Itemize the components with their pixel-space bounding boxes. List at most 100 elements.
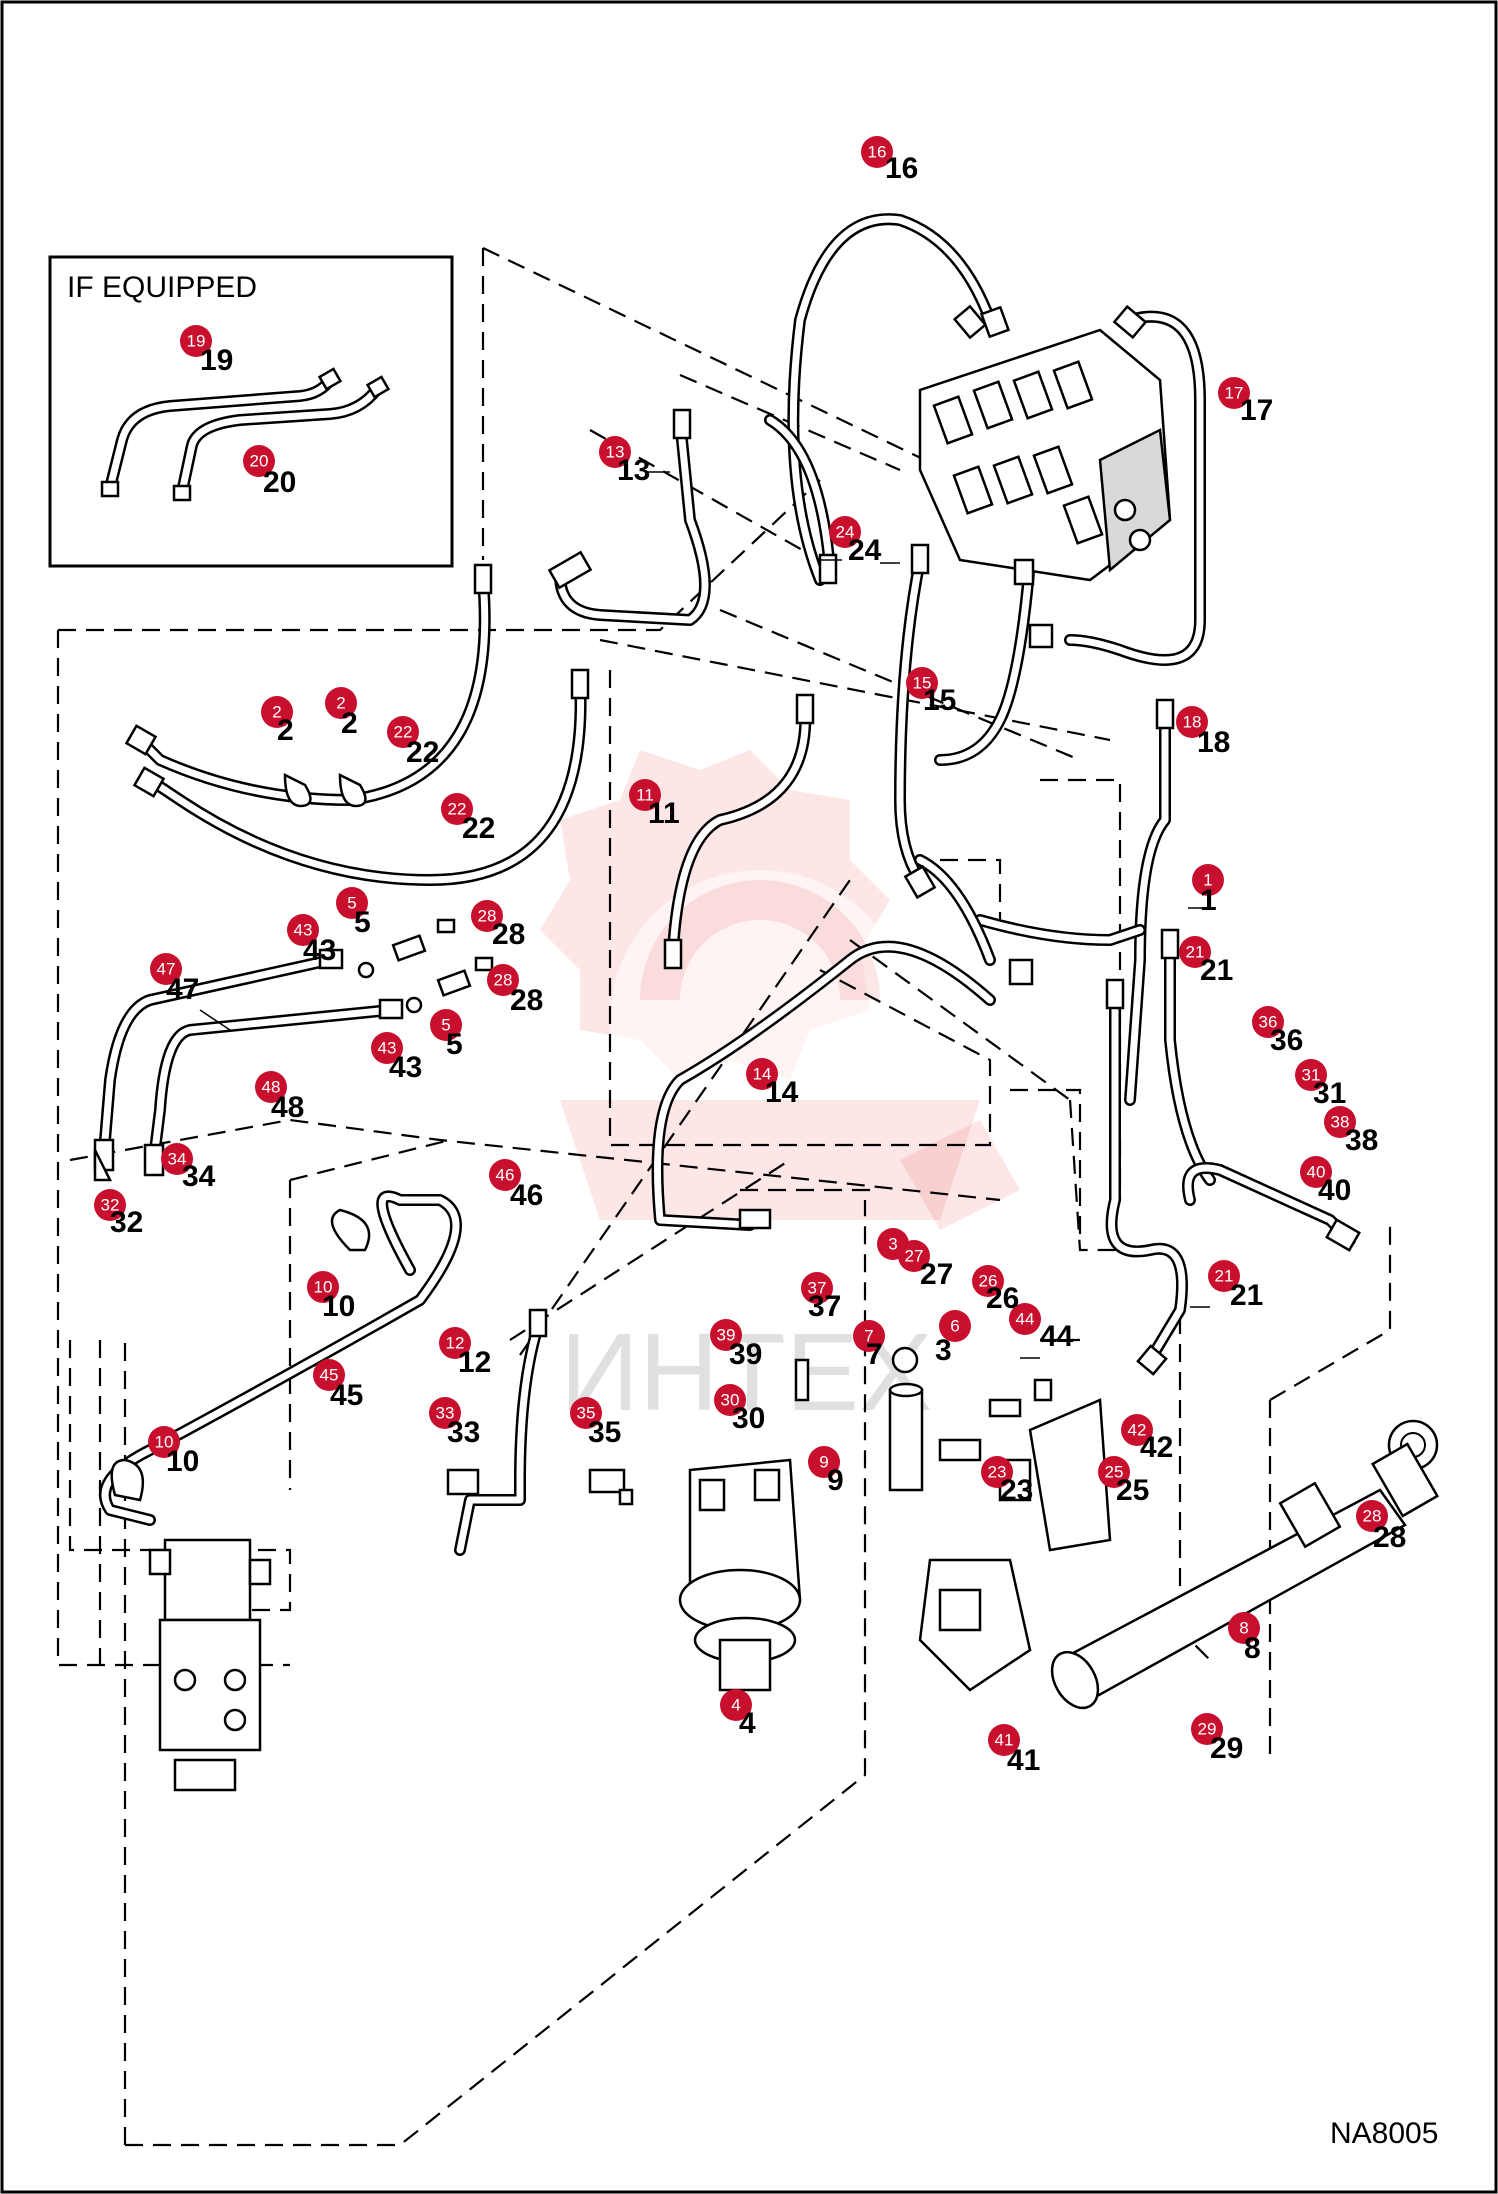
part-number-label: 16 xyxy=(885,152,918,185)
part-number-label: 44 xyxy=(1040,1320,1074,1353)
part-number-label: 34 xyxy=(182,1160,216,1193)
callout-badge: 28 xyxy=(1356,1500,1388,1532)
callout-badge: 37 xyxy=(801,1272,833,1304)
part-number-label: 28 xyxy=(492,918,525,951)
callout-badge-number: 42 xyxy=(1128,1421,1147,1440)
callout-badge-number: 4 xyxy=(731,1696,740,1715)
part-number-label: 4 xyxy=(739,1707,756,1740)
callout-badge-number: 15 xyxy=(913,674,932,693)
callout-badge: 42 xyxy=(1121,1414,1153,1446)
callout-badge: 24 xyxy=(829,516,861,548)
callout-badge: 6 xyxy=(939,1310,971,1342)
part-number-label: 3 xyxy=(935,1334,952,1367)
part-number-label: 33 xyxy=(447,1416,480,1449)
callout-badge: 38 xyxy=(1324,1106,1356,1138)
callout-badge-number: 19 xyxy=(187,332,206,351)
callout-badge: 5 xyxy=(336,887,368,919)
callout-badge-number: 47 xyxy=(157,960,176,979)
callout-badge-number: 25 xyxy=(1105,1463,1124,1482)
callout-badge-number: 14 xyxy=(753,1065,772,1084)
callout-badge: 4 xyxy=(720,1689,752,1721)
callout-badge-number: 9 xyxy=(819,1453,828,1472)
callout-badge-number: 21 xyxy=(1186,943,1205,962)
callout-badge: 41 xyxy=(988,1724,1020,1756)
callout-badge: 26 xyxy=(972,1265,1004,1297)
part-number-label: 5 xyxy=(446,1028,463,1061)
callout-badge: 5 xyxy=(430,1009,462,1041)
inset-hoses xyxy=(100,367,391,502)
part-number-label: 15 xyxy=(923,684,956,717)
callout-badge-number: 3 xyxy=(888,1235,897,1254)
callout-badge-number: 23 xyxy=(988,1463,1007,1482)
part-number-label: 45 xyxy=(330,1379,363,1412)
part-number-label: 22 xyxy=(462,812,495,845)
callout-badge: 43 xyxy=(371,1032,403,1064)
drawing-id: NA8005 xyxy=(1330,2117,1438,2150)
callout-badge-number: 5 xyxy=(441,1016,450,1035)
part-number-label: 8 xyxy=(1244,1632,1261,1665)
callout-badge-number: 31 xyxy=(1302,1066,1321,1085)
callout-badge-number: 29 xyxy=(1198,1720,1217,1739)
callout-badge: 43 xyxy=(287,914,319,946)
part-number-label: 26 xyxy=(986,1282,1019,1315)
callout-badge-number: 28 xyxy=(478,907,497,926)
part-number-label: 46 xyxy=(510,1179,543,1212)
callout-badge: 14 xyxy=(746,1058,778,1090)
callout-badge: 36 xyxy=(1252,1006,1284,1038)
callout-badge: 1 xyxy=(1192,864,1224,896)
part-number-label: 23 xyxy=(1000,1474,1033,1507)
fittings-5-28-43 xyxy=(93,772,494,1182)
callout-badge-number: 2 xyxy=(336,694,345,713)
callout-badge: 9 xyxy=(808,1446,840,1478)
callout-badge-number: 20 xyxy=(250,452,269,471)
callout-badge-number: 22 xyxy=(448,800,467,819)
callout-badge-number: 22 xyxy=(394,723,413,742)
callout-badge: 22 xyxy=(441,793,473,825)
callout-badge-number: 8 xyxy=(1239,1619,1248,1638)
callout-badge: 13 xyxy=(599,436,631,468)
callout-badge-number: 35 xyxy=(577,1404,596,1423)
callout-badge: 19 xyxy=(180,325,212,357)
callout-badge: 22 xyxy=(387,716,419,748)
callout-badge: 29 xyxy=(1191,1713,1223,1745)
callout-badge: 34 xyxy=(161,1143,193,1175)
callout-badge-number: 43 xyxy=(294,921,313,940)
callout-badge-number: 36 xyxy=(1259,1013,1278,1032)
part-number-label: 40 xyxy=(1318,1174,1351,1207)
callout-badge-number: 7 xyxy=(864,1327,873,1346)
part-number-label: 47 xyxy=(166,973,199,1006)
part-number-label: 36 xyxy=(1270,1024,1303,1057)
callout-badge-number: 41 xyxy=(995,1731,1014,1750)
callout-badge-number: 6 xyxy=(950,1317,959,1336)
part-number-label: 38 xyxy=(1345,1124,1378,1157)
part-number-label: 21 xyxy=(1230,1279,1263,1312)
swing-motor xyxy=(678,1458,802,1692)
callout-badge: 45 xyxy=(313,1359,345,1391)
callout-badge-number: 16 xyxy=(868,143,887,162)
part-number-label: 12 xyxy=(458,1346,491,1379)
inset-title: IF EQUIPPED xyxy=(67,271,257,304)
part-number-label: 18 xyxy=(1197,726,1230,759)
part-number-label: 24 xyxy=(848,534,882,567)
part-number-label: 41 xyxy=(1007,1744,1040,1777)
part-number-label: 43 xyxy=(389,1051,422,1084)
callout-badge: 28 xyxy=(487,964,519,996)
callout-badge: 7 xyxy=(853,1320,885,1352)
callout-badge-number: 1 xyxy=(1203,871,1212,890)
callout-badge-number: 12 xyxy=(446,1334,465,1353)
callout-badge-number: 48 xyxy=(262,1078,281,1097)
part-number-label: 43 xyxy=(303,934,336,967)
callout-badge-number: 28 xyxy=(1363,1507,1382,1526)
part-number-label: 48 xyxy=(271,1091,304,1124)
hoses xyxy=(99,213,1356,1556)
callout-badge: 39 xyxy=(710,1319,742,1351)
callout-badge-number: 38 xyxy=(1331,1113,1350,1132)
part-number-label: 20 xyxy=(263,466,296,499)
callout-badge: 2 xyxy=(325,687,357,719)
callout-badge: 12 xyxy=(439,1327,471,1359)
callout-badge: 40 xyxy=(1300,1156,1332,1188)
callout-badge: 10 xyxy=(307,1271,339,1303)
